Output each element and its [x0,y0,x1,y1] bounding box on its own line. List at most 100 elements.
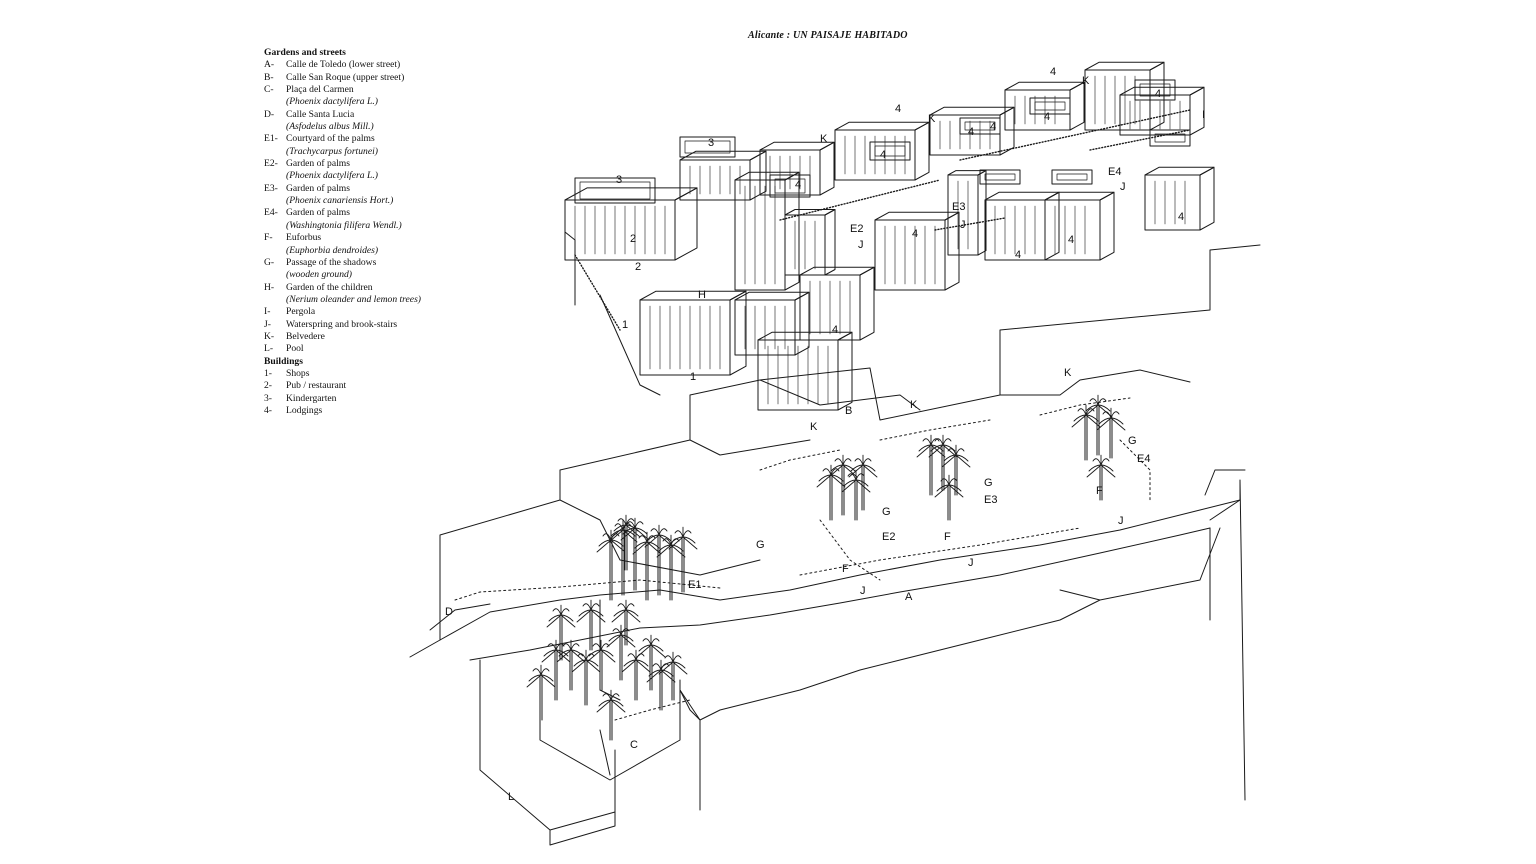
map-label: E4 [1108,166,1121,178]
palm-frond [600,649,614,657]
map-label: G [1128,435,1137,447]
legend-species: (Phoenix dactylifera L.) [286,170,378,182]
palm-frond [842,464,856,472]
palm-frond [526,674,542,688]
building-block-side [977,170,987,256]
palm-frond [547,643,557,651]
palm-frond [948,484,962,492]
building-block-top [834,121,930,131]
legend-label: Pub / restaurant [286,380,347,392]
roof-frame [959,117,1001,135]
palm-frond [850,464,864,472]
legend: Gardens and streets A-Calle de Toledo (l… [264,47,464,417]
palm-frond [560,614,576,628]
palm-frond [955,454,969,462]
map-label: E3 [952,201,965,213]
palm-frond [648,669,662,677]
palm-frond [573,659,587,667]
building-block-side [794,291,810,356]
palm-frond [1085,408,1095,416]
palm-frond [862,464,876,472]
map-label: 4 [912,228,918,240]
legend-species: (Nerium oleander and lemon trees) [286,293,421,305]
palm-frond [942,444,956,452]
legend-item: 2-Pub / restaurant [264,380,464,392]
palm-frond [670,536,684,544]
palm-frond [1110,417,1124,425]
map-label: 1 [622,319,628,331]
palm-frond [625,518,635,526]
palm-frond [585,659,599,667]
palm-frond [617,518,627,526]
legend-item: G-Passage of the shadows [264,257,464,269]
map-label: B [845,405,852,417]
palm-frond [942,444,958,458]
roof-frame [979,169,1021,185]
legend-label: Pergola [286,306,316,318]
legend-heading-buildings: Buildings [264,355,303,367]
palm-frond [610,529,624,537]
map-label: G [756,539,765,551]
dashed-outline [1119,439,1151,501]
dashed-outline [1039,397,1131,416]
building-block-side [1069,81,1085,131]
legend-code: L- [264,343,274,355]
palm-frond [862,458,872,466]
dashed-outline [879,419,991,441]
palm-frond [682,536,698,550]
palm-frond [602,693,612,701]
roof-inner [684,140,731,154]
map-label: G [882,506,891,518]
map-label: 3 [616,174,622,186]
palm-frond [1097,404,1111,412]
building-block [874,219,946,291]
palm-frond [934,484,950,498]
legend-label: Belvedere [286,330,325,342]
palm-frond [560,608,570,616]
dashed-outline [614,699,691,721]
terrain-outline [429,603,491,631]
palm-frond [590,603,600,611]
palm-frond [828,464,844,478]
palm-frond [621,659,637,673]
building-block [947,174,979,256]
palm-frond [634,541,648,549]
palm-frond [532,668,542,676]
terrain-outline [1209,479,1246,801]
palm-frond [625,603,635,611]
palm-frond [1098,417,1112,425]
legend-code: 4- [264,404,272,416]
palm-frond [626,521,636,529]
palm-frond [662,538,672,546]
palm-frond [578,609,592,617]
pergola-hatch [959,109,1191,161]
map-label: 4 [1050,66,1056,78]
map-label: J [968,557,974,569]
map-label: H [698,289,706,301]
legend-item: E3-Garden of palms [264,183,464,195]
palm-frond [672,661,688,675]
palm-frond [636,644,652,658]
building-block-side [1149,61,1165,131]
palm-frond [943,454,957,462]
map-label: E2 [882,531,895,543]
legend-species: (wooden ground) [286,269,352,281]
map-label: 3 [708,137,714,149]
map-label: A [905,591,913,603]
palm-frond [948,478,958,486]
palm-trees [526,394,1126,741]
roof-frame [1051,169,1093,185]
palm-frond [674,530,684,538]
palm-frond [602,533,612,541]
legend-item: E4-Garden of palms [264,207,464,219]
palm-frond [822,468,832,476]
palm-frond [1086,464,1102,478]
legend-label: Garden of palms [286,182,350,194]
palm-frond [930,438,940,446]
dashed-outline [759,449,841,471]
building-block-side [1099,191,1115,261]
legend-label: Calle San Roque (upper street) [286,71,405,83]
palm-frond [855,479,871,493]
building-block-side [824,209,836,276]
palm-frond [623,659,637,667]
